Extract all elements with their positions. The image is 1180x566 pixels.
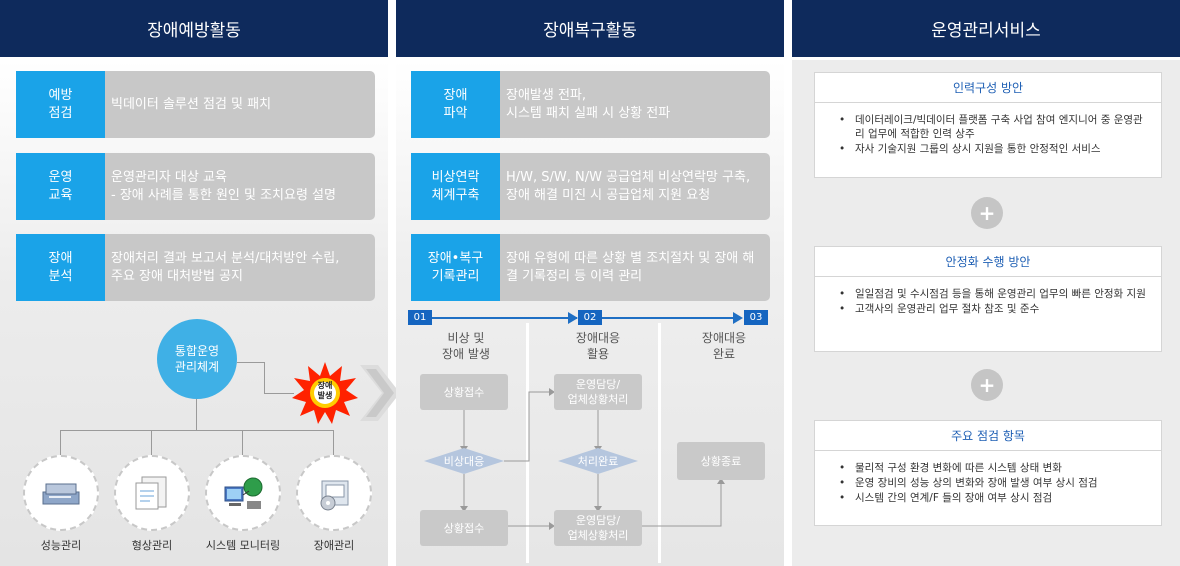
list-item: 자사 기술지원 그룹의 상시 지원을 통한 안정적인 서비스 xyxy=(839,142,1147,156)
phase-label: 장애대응 활용 xyxy=(575,331,621,361)
disk-box-icon xyxy=(320,480,349,511)
row-tag: 장애 파악 xyxy=(411,71,500,138)
flow-connectors xyxy=(424,388,725,530)
document-calendar-icon xyxy=(135,476,167,510)
connector xyxy=(242,430,243,456)
sys-label: 성능관리 xyxy=(40,539,82,552)
system-monitoring-circle xyxy=(205,455,281,531)
phase-divider xyxy=(658,323,661,563)
card-list: 물리적 구성 환경 변화에 따른 시스템 상태 변화 운영 장비의 성능 상의 … xyxy=(815,451,1161,514)
row-text: 운영관리자 대상 교육 - 장애 사례를 통한 원인 및 조치요령 설명 xyxy=(111,169,336,203)
list-item: 물리적 구성 환경 변화에 따른 시스템 상태 변화 xyxy=(839,461,1147,475)
list-item: 고객사의 운영관리 업무 절차 참조 및 준수 xyxy=(839,302,1147,316)
plus-icon: + xyxy=(971,197,1003,229)
list-item: 데이터레이크/빅데이터 플랫폼 구축 사업 참여 엔지니어 중 운영관리 업무에… xyxy=(839,113,1147,141)
recovery-row-3: 장애•복구 기록관리 장애 유형에 따른 상황 별 조치절차 및 장애 해 결 … xyxy=(411,234,770,301)
transition-arrow-icon xyxy=(360,365,400,421)
connector xyxy=(264,362,265,394)
fault-mgmt-circle xyxy=(296,455,372,531)
step-line xyxy=(601,317,741,319)
flow-vendor-bottom: 운영담당/ 업체상황처리 xyxy=(554,510,642,546)
fault-burst-icon xyxy=(292,362,358,424)
prevention-row-3: 장애 분석 장애처리 결과 보고서 분석/대처방안 수립, 주요 장애 대처방법… xyxy=(16,234,375,301)
prevention-row-1: 예방 점검 빅데이터 솔루션 점검 및 패치 xyxy=(16,71,375,138)
connector xyxy=(60,430,61,456)
flow-decision-complete: 처리완료 xyxy=(577,454,619,468)
prevention-column: 장애예방활동 예방 점검 빅데이터 솔루션 점검 및 패치 운영 교육 운영관리… xyxy=(0,0,400,566)
row-tag: 비상연락 체계구축 xyxy=(411,153,500,220)
card-title: 주요 점검 항목 xyxy=(815,421,1161,451)
list-item: 일일점검 및 수시점검 등을 통해 운영관리 업무의 빠른 안정화 지원 xyxy=(839,287,1147,301)
service-column: 운영관리서비스 인력구성 방안 데이터레이크/빅데이터 플랫폼 구축 사업 참여… xyxy=(792,0,1180,566)
recovery-row-2: 비상연락 체계구축 H/W, S/W, N/W 공급업체 비상연락망 구축, 장… xyxy=(411,153,770,220)
step-number: 01 xyxy=(408,310,432,325)
flow-receive-top: 상황접수 xyxy=(420,374,508,410)
performance-mgmt-circle xyxy=(23,455,99,531)
step-line xyxy=(432,317,577,319)
connector xyxy=(237,362,265,363)
sys-label: 시스템 모니터링 xyxy=(205,539,281,552)
row-tag: 운영 교육 xyxy=(16,153,105,220)
row-text: 장애발생 전파, 시스템 패치 실패 시 상황 전파 xyxy=(506,87,671,121)
config-mgmt-circle xyxy=(114,455,190,531)
connector xyxy=(60,430,334,431)
phase-label: 비상 및 장애 발생 xyxy=(442,331,490,361)
sys-label: 형상관리 xyxy=(131,539,173,552)
network-monitor-icon xyxy=(224,477,263,509)
row-tag: 장애 분석 xyxy=(16,234,105,301)
list-item: 운영 장비의 성능 상의 변화와 장애 발생 여부 상시 점검 xyxy=(839,476,1147,490)
stabilization-card: 안정화 수행 방안 일일점검 및 수시점검 등을 통해 운영관리 업무의 빠른 … xyxy=(814,246,1162,352)
recovery-column: 장애복구활동 장애 파악 장애발생 전파, 시스템 패치 실패 시 상황 전파 … xyxy=(396,0,784,566)
step-number: 03 xyxy=(744,310,768,325)
connector xyxy=(151,430,152,456)
plus-icon: + xyxy=(971,369,1003,401)
step-arrow-icon xyxy=(733,312,743,324)
phase-divider xyxy=(526,323,529,563)
flow-vendor-top: 운영담당/ 업체상황처리 xyxy=(554,374,642,410)
row-text: H/W, S/W, N/W 공급업체 비상연락망 구축, 장애 해결 미진 시 … xyxy=(506,169,751,203)
connector xyxy=(333,430,334,456)
row-tag: 장애•복구 기록관리 xyxy=(411,234,500,301)
inspection-card: 주요 점검 항목 물리적 구성 환경 변화에 따른 시스템 상태 변화 운영 장… xyxy=(814,420,1162,526)
flow-receive-bottom: 상황접수 xyxy=(420,510,508,546)
recovery-row-1: 장애 파악 장애발생 전파, 시스템 패치 실패 시 상황 전파 xyxy=(411,71,770,138)
row-text: 빅데이터 솔루션 점검 및 패치 xyxy=(111,96,272,112)
integrated-ops-hub: 통합운영 관리체계 xyxy=(157,319,237,399)
list-item: 시스템 간의 연계/F 들의 장애 여부 상시 점검 xyxy=(839,491,1147,505)
server-rack-icon xyxy=(42,483,80,505)
row-text: 장애처리 결과 보고서 분석/대처방안 수립, 주요 장애 대처방법 공지 xyxy=(111,250,340,284)
row-tag: 예방 점검 xyxy=(16,71,105,138)
connector xyxy=(264,393,294,394)
row-text: 장애 유형에 따른 상황 별 조치절차 및 장애 해 결 기록정리 등 이력 관… xyxy=(506,250,755,284)
sys-label: 장애관리 xyxy=(313,539,355,552)
staffing-card: 인력구성 방안 데이터레이크/빅데이터 플랫폼 구축 사업 참여 엔지니어 중 … xyxy=(814,72,1162,178)
step-arrow-icon xyxy=(568,312,578,324)
card-list: 일일점검 및 수시점검 등을 통해 운영관리 업무의 빠른 안정화 지원 고객사… xyxy=(815,277,1161,325)
fault-label: 장애 발생 xyxy=(317,381,333,400)
step-number: 02 xyxy=(578,310,602,325)
service-header: 운영관리서비스 xyxy=(792,0,1180,57)
card-title: 안정화 수행 방안 xyxy=(815,247,1161,277)
prevention-header: 장애예방활동 xyxy=(0,0,388,57)
card-title: 인력구성 방안 xyxy=(815,73,1161,103)
card-list: 데이터레이크/빅데이터 플랫폼 구축 사업 참여 엔지니어 중 운영관리 업무에… xyxy=(815,103,1161,165)
recovery-header: 장애복구활동 xyxy=(396,0,784,57)
prevention-row-2: 운영 교육 운영관리자 대상 교육 - 장애 사례를 통한 원인 및 조치요령 … xyxy=(16,153,375,220)
flow-end: 상황종료 xyxy=(677,442,765,480)
flow-decision-emergency: 비상대응 xyxy=(443,454,485,468)
phase-label: 장애대응 완료 xyxy=(701,331,747,361)
connector xyxy=(196,399,197,431)
